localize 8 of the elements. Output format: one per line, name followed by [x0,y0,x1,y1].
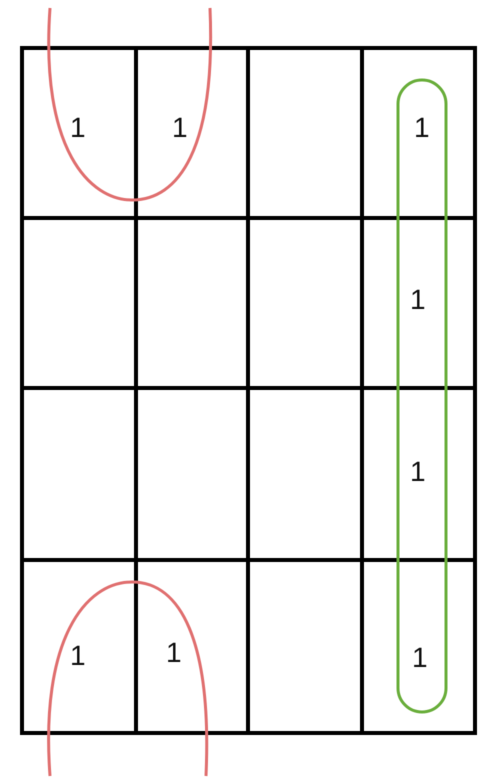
cell-value: 1 [166,638,182,668]
cell-value: 1 [412,643,428,673]
cell-value: 1 [410,457,426,487]
cell-value: 1 [410,285,426,315]
cell-value: 1 [172,113,188,143]
cell-value: 1 [414,113,430,143]
cell-value: 1 [70,641,86,671]
cell-value: 1 [70,113,86,143]
